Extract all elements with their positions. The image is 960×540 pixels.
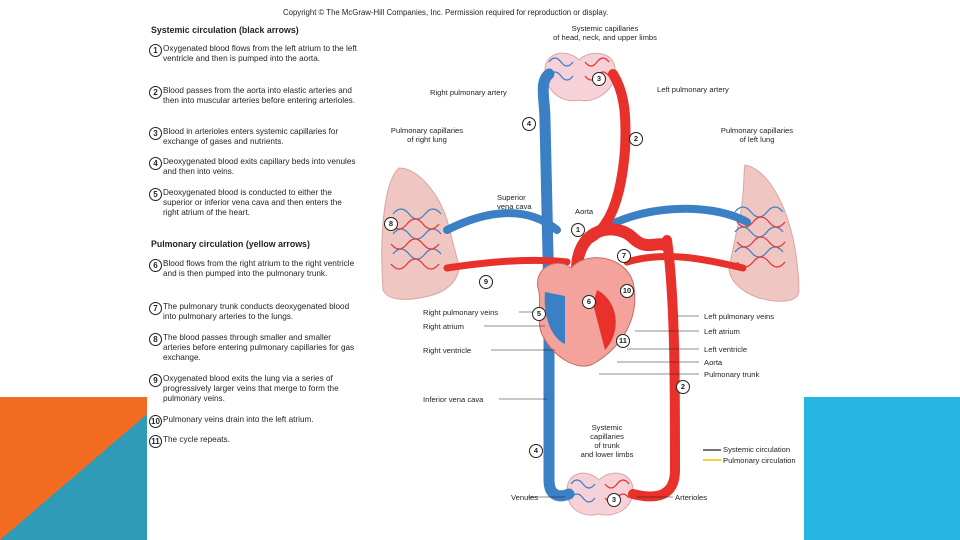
leader-lines bbox=[484, 311, 699, 498]
step-number: 10 bbox=[149, 415, 162, 428]
label-right-pulmonary-artery: Right pulmonary artery bbox=[430, 88, 507, 97]
marker-4-lower: 4 bbox=[529, 444, 543, 458]
marker-9: 9 bbox=[479, 275, 493, 289]
label-arterioles: Arterioles bbox=[675, 493, 708, 502]
label-aorta-top: Aorta bbox=[575, 207, 594, 216]
copyright-line: Copyright © The McGraw-Hill Companies, I… bbox=[283, 8, 609, 17]
label-left-ventricle: Left ventricle bbox=[704, 345, 748, 354]
left-lung bbox=[728, 164, 800, 302]
systemic-heading: Systemic circulation (black arrows) bbox=[151, 25, 299, 35]
marker-7: 7 bbox=[617, 249, 631, 263]
step-text: Oxygenated blood flows from the left atr… bbox=[163, 44, 357, 64]
marker-11: 11 bbox=[616, 334, 630, 348]
marker-3-top: 3 bbox=[592, 72, 606, 86]
right-heart-chambers bbox=[544, 292, 565, 344]
left-heart-chambers bbox=[593, 290, 616, 350]
step-number: 2 bbox=[149, 86, 162, 99]
step-text: The blood passes through smaller and sma… bbox=[163, 333, 355, 363]
step-number: 9 bbox=[149, 374, 162, 387]
pulmonary-heading: Pulmonary circulation (yellow arrows) bbox=[151, 239, 310, 249]
step-number: 4 bbox=[149, 157, 162, 170]
marker-2-upper: 2 bbox=[629, 132, 643, 146]
veins bbox=[443, 68, 751, 502]
marker-3-bottom: 3 bbox=[607, 493, 621, 507]
step-text: Deoxygenated blood exits capillary beds … bbox=[163, 157, 356, 177]
step-text: The pulmonary trunk conducts deoxygenate… bbox=[163, 302, 350, 322]
label-right-ventricle: Right ventricle bbox=[423, 346, 472, 355]
label-right-atrium: Right atrium bbox=[423, 322, 464, 331]
step-number: 1 bbox=[149, 44, 162, 57]
marker-2-lower: 2 bbox=[676, 380, 690, 394]
label-aorta-lower: Aorta bbox=[704, 358, 723, 367]
step-text: Blood passes from the aorta into elastic… bbox=[163, 86, 356, 106]
right-lung bbox=[381, 167, 460, 300]
step-number: 6 bbox=[149, 259, 162, 272]
label-inferior-vena-cava: Inferior vena cava bbox=[423, 395, 484, 404]
label-pulmonary-trunk: Pulmonary trunk bbox=[704, 370, 760, 379]
circulation-diagram bbox=[381, 52, 800, 516]
marker-6: 6 bbox=[582, 295, 596, 309]
step-number: 5 bbox=[149, 188, 162, 201]
legend-pulmonary-label: Pulmonary circulation bbox=[723, 456, 796, 465]
marker-10: 10 bbox=[620, 284, 634, 298]
step-text: The cycle repeats. bbox=[163, 435, 230, 444]
figure-panel: Copyright © The McGraw-Hill Companies, I… bbox=[147, 0, 804, 533]
label-trunk-capillaries: Systemic capillaries of trunk and lower … bbox=[580, 423, 634, 459]
marker-5: 5 bbox=[532, 307, 546, 321]
label-left-atrium: Left atrium bbox=[704, 327, 740, 336]
step-number: 11 bbox=[149, 435, 162, 448]
label-left-pulmonary-artery: Left pulmonary artery bbox=[657, 85, 729, 94]
marker-8: 8 bbox=[384, 217, 398, 231]
label-left-pulmonary-veins: Left pulmonary veins bbox=[704, 312, 775, 321]
label-right-lung-capillaries: Pulmonary capillaries of right lung bbox=[390, 126, 464, 144]
label-venules: Venules bbox=[511, 493, 539, 502]
step-number: 7 bbox=[149, 302, 162, 315]
aortic-arch bbox=[571, 223, 671, 271]
label-left-lung-capillaries: Pulmonary capillaries of left lung bbox=[720, 126, 794, 144]
step-text: Pulmonary veins drain into the left atri… bbox=[163, 415, 314, 424]
label-superior-vena-cava: Superior vena cava bbox=[497, 193, 532, 211]
slide-blue-corner bbox=[804, 397, 960, 540]
step-text: Oxygenated blood exits the lung via a se… bbox=[163, 374, 339, 404]
legend-systemic-label: Systemic circulation bbox=[723, 445, 791, 454]
step-number: 3 bbox=[149, 127, 162, 140]
step-text: Deoxygenated blood is conducted to eithe… bbox=[163, 188, 342, 218]
step-text: Blood flows from the right atrium to the… bbox=[163, 259, 355, 279]
step-number: 8 bbox=[149, 333, 162, 346]
marker-1: 1 bbox=[571, 223, 585, 237]
step-text: Blood in arterioles enters systemic capi… bbox=[163, 127, 339, 147]
marker-4-upper: 4 bbox=[522, 117, 536, 131]
label-right-pulmonary-veins: Right pulmonary veins bbox=[423, 308, 499, 317]
right-lung-capillaries-red bbox=[390, 218, 440, 270]
label-head-capillaries: Systemic capillaries of head, neck, and … bbox=[553, 24, 657, 42]
